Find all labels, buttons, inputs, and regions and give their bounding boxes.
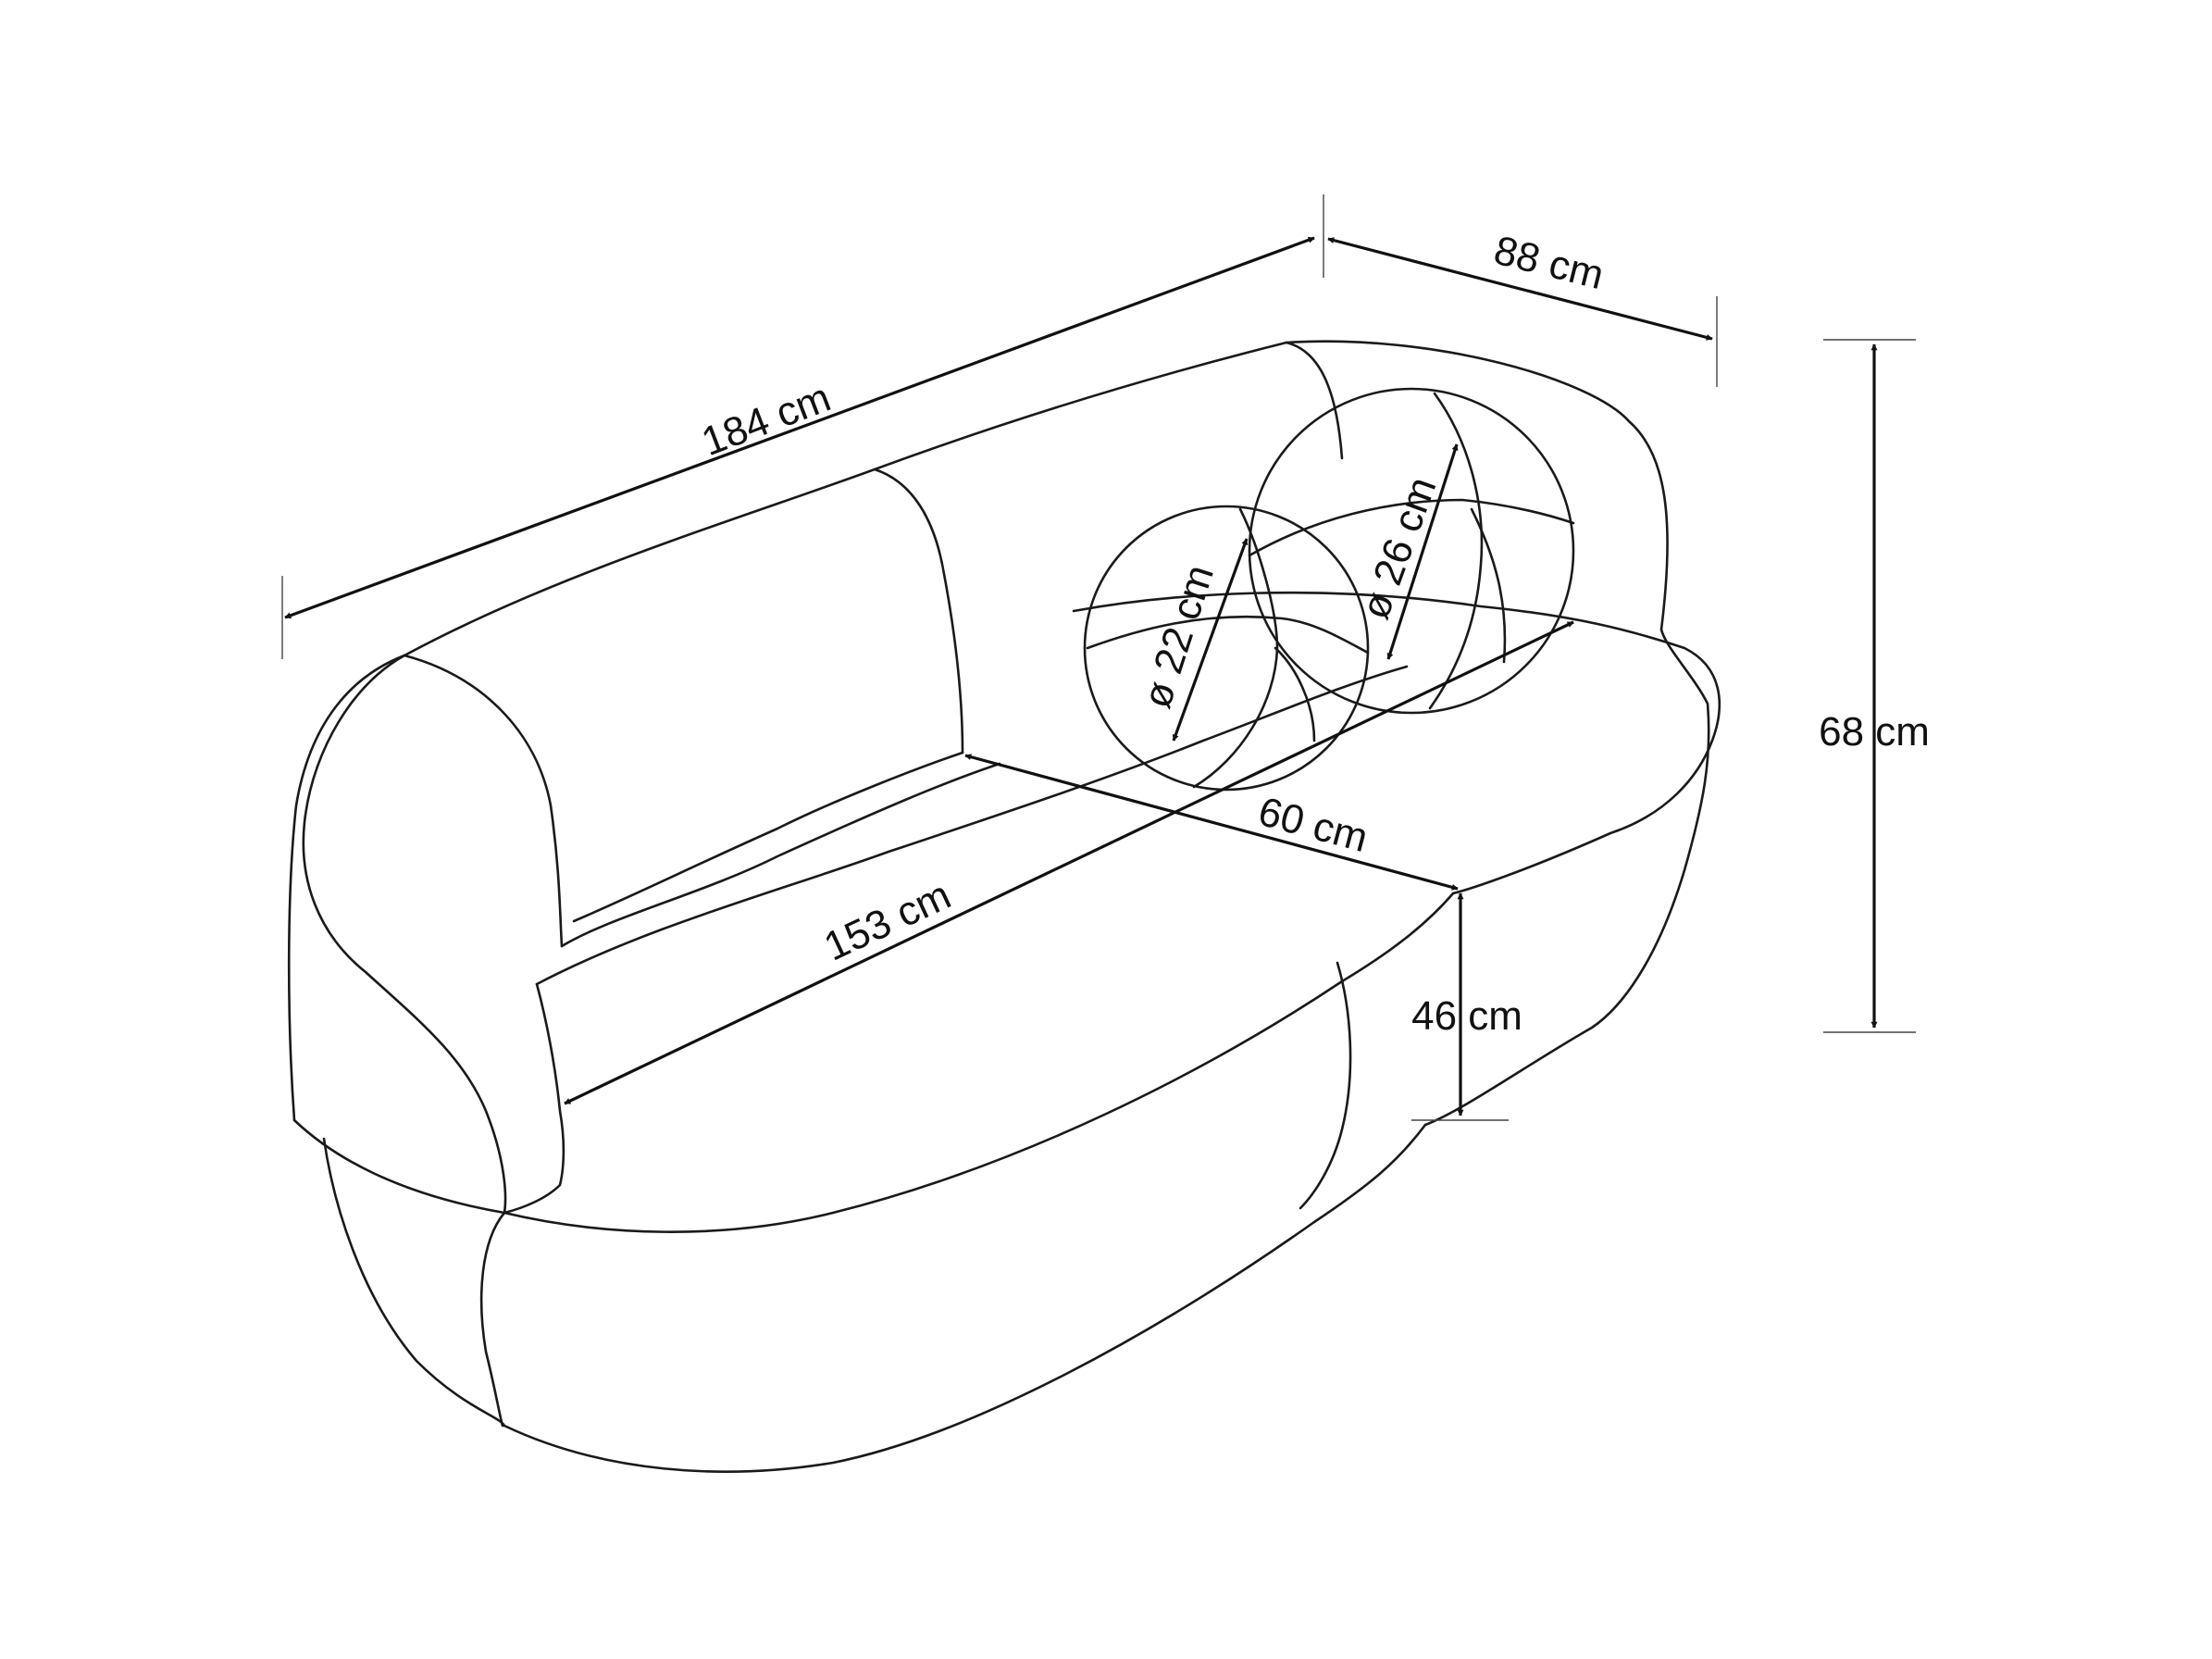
- dim-line-pillow-small: [1172, 538, 1249, 742]
- left-armrest-inner: [403, 654, 564, 948]
- label-seat-width: 153 cm: [817, 872, 957, 969]
- pillow-small: [1083, 505, 1370, 792]
- dim-line-pillow-large: [1386, 443, 1459, 660]
- label-total-width: 184 cm: [696, 375, 837, 465]
- label-seat-height: 46 cm: [1411, 993, 1522, 1039]
- label-pillow-small: ø 22 cm: [1134, 559, 1223, 713]
- left-armrest-base: [292, 1118, 506, 1215]
- base-right-seam: [1299, 961, 1352, 1210]
- base-left-section: [322, 1137, 506, 1428]
- dimension-lines: [281, 194, 1916, 1121]
- seat-cushion-left: [503, 982, 565, 1215]
- base-bottom: [503, 1123, 1427, 1473]
- seat-cushion-front: [503, 892, 1455, 1233]
- label-height: 68 cm: [1819, 709, 1930, 755]
- dimension-labels: 184 cm 88 cm 68 cm 153 cm 60 cm 46 cm ø …: [696, 228, 1930, 1039]
- left-armrest-outer: [302, 654, 507, 1215]
- dim-line-seat-depth: [964, 754, 1459, 891]
- sofa-outline: [287, 340, 1721, 1473]
- base-left-seam: [479, 1211, 506, 1428]
- label-pillow-large: ø 26 cm: [1352, 471, 1445, 625]
- label-depth: 88 cm: [1489, 228, 1608, 299]
- left-armrest-front: [287, 654, 406, 1122]
- dim-line-total-width: [284, 236, 1315, 619]
- dim-line-depth: [1327, 237, 1713, 341]
- backrest-right-cushion-seam: [1285, 341, 1344, 460]
- backrest-left-cushion-seam: [873, 468, 964, 755]
